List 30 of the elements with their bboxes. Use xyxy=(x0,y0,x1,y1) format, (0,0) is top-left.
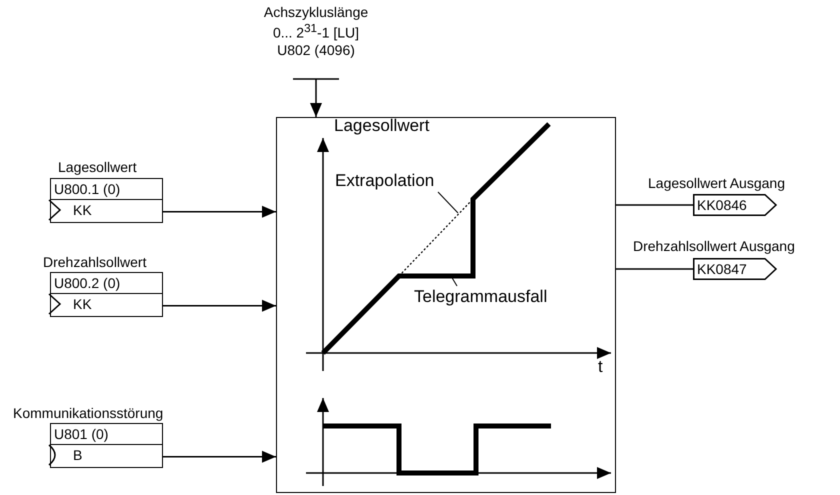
connector-type: KK xyxy=(73,202,92,218)
signal-arrow xyxy=(293,78,339,117)
function-block xyxy=(276,117,616,493)
leader-line xyxy=(450,276,458,286)
axis-label: Lagesollwert xyxy=(334,116,430,136)
signal-name: Drehzahlsollwert xyxy=(43,254,146,270)
parameter-box xyxy=(50,423,163,468)
parameter-number: U802 (4096) xyxy=(277,42,355,58)
signal-arrow xyxy=(163,300,276,312)
output-connector-tag: KK0847 xyxy=(693,258,777,280)
signal-arrow xyxy=(163,450,276,463)
parameter-number: U800.2 (0) xyxy=(54,275,120,291)
connector-type: B xyxy=(73,447,82,463)
parameter-box xyxy=(50,272,163,317)
annotation-text: Telegrammausfall xyxy=(414,287,564,309)
parameter-name: Achszykluslänge xyxy=(264,4,368,20)
signal-name: Lagesollwert xyxy=(58,159,137,175)
annotation-text: Extrapolation xyxy=(335,171,459,193)
axis-label: t xyxy=(598,357,603,377)
parameter-box xyxy=(50,178,163,223)
signal-name: Drehzahlsollwert Ausgang xyxy=(633,238,795,254)
signal-name: Kommunikationsstörung xyxy=(13,405,164,421)
value-range: 0... 2$^{31}$-1 [LU] xyxy=(272,21,360,41)
parameter-number: U800.1 (0) xyxy=(54,181,120,197)
signal-arrow xyxy=(163,206,276,218)
signal-name: Lagesollwert Ausgang xyxy=(648,175,785,191)
parameter-number: U801 (0) xyxy=(54,426,108,442)
output-connector-tag: KK0846 xyxy=(693,194,777,216)
leader-line xyxy=(438,192,458,214)
connector-type: KK xyxy=(73,296,92,312)
